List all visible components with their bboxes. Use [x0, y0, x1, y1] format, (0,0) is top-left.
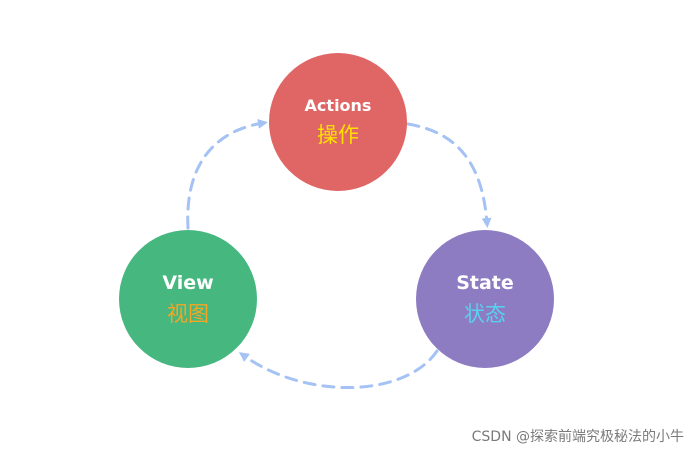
state-node: State 状态 — [416, 230, 554, 368]
state-label: State — [456, 271, 514, 294]
view-node: View 视图 — [119, 230, 257, 368]
actions-node: Actions 操作 — [269, 53, 407, 191]
view-label: View — [162, 271, 214, 294]
view-label-zh: 视图 — [167, 301, 209, 326]
state-label-zh: 状态 — [464, 301, 506, 326]
arrow-actions-to-state — [406, 122, 492, 228]
watermark: CSDN @探索前端究极秘法的小牛 — [471, 429, 684, 445]
actions-label-zh: 操作 — [317, 123, 359, 147]
arrow-view-to-actions — [186, 118, 268, 230]
actions-label: Actions — [304, 96, 372, 115]
arrow-state-to-view — [238, 349, 439, 389]
